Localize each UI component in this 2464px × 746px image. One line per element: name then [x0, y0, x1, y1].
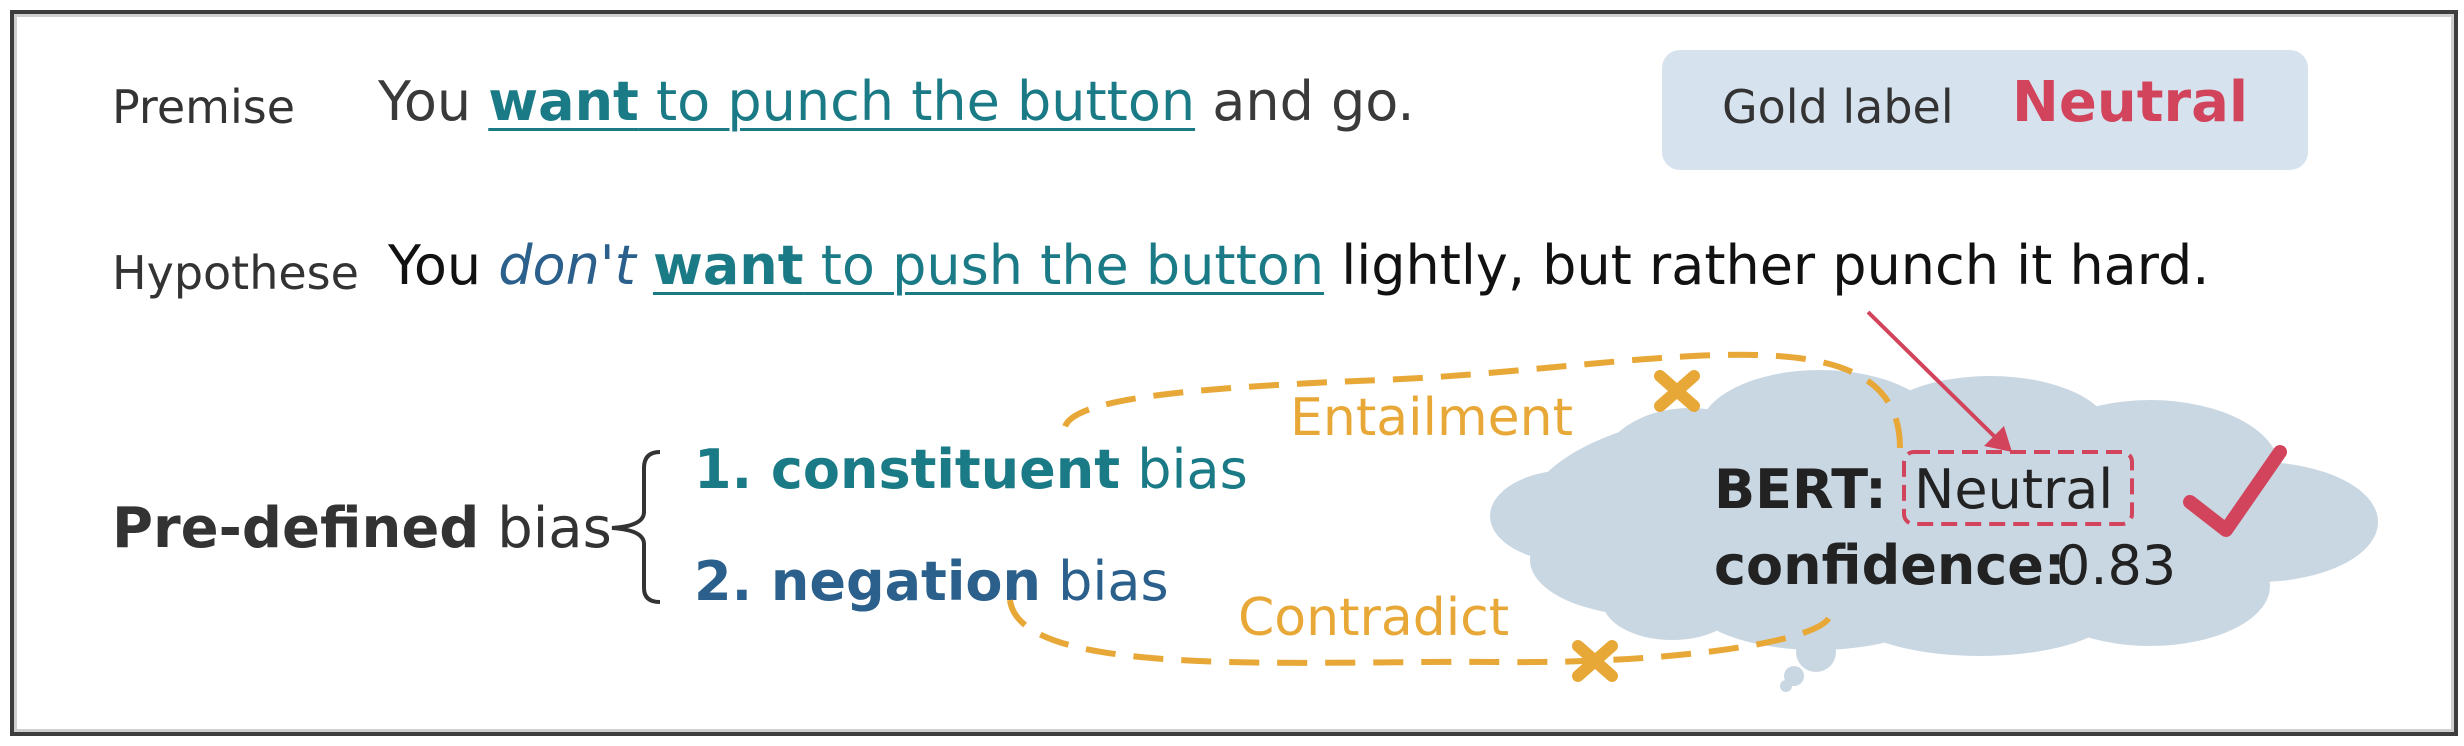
- bert-prediction: Neutral: [1914, 458, 2114, 521]
- entailment-label: Entailment: [1290, 388, 1573, 448]
- premise-want: want: [488, 70, 639, 133]
- gold-label-value: Neutral: [2012, 70, 2249, 135]
- contradict-cross-icon: [1572, 640, 1618, 682]
- bias-label-rest: bias: [479, 496, 612, 561]
- hypothesis-tail: lightly, but rather punch it hard.: [1324, 234, 2210, 297]
- hypothesis-you: You: [388, 234, 499, 297]
- premise-label: Premise: [112, 80, 295, 134]
- hypothesis-sentence: You don't want to push the button lightl…: [388, 234, 2209, 297]
- hypothesis-phrase: want to push the button: [653, 234, 1324, 297]
- hypothesis-want: want: [652, 234, 804, 297]
- cloud-bubble-large: [1796, 632, 1836, 672]
- prediction-arrow-line: [1866, 310, 2000, 442]
- bias-label: Pre-defined bias: [112, 496, 612, 561]
- correct-check-icon: [2183, 445, 2287, 537]
- entailment-cross-icon: [1654, 370, 1700, 412]
- contradict-label: Contradict: [1238, 588, 1510, 648]
- premise-sentence: You want to punch the button and go.: [378, 70, 1415, 133]
- bias-brace: [611, 450, 661, 604]
- bias-item-negation-rest: bias: [1040, 550, 1169, 613]
- hypothesis-label: Hypothese: [112, 246, 359, 300]
- entailment-arc: [1061, 351, 1903, 449]
- bert-confidence-label: confidence:: [1714, 534, 2066, 597]
- premise-phrase: want to punch the button: [488, 70, 1195, 133]
- bias-item-constituent: 1. constituent bias: [694, 438, 1248, 501]
- bert-confidence-value: 0.83: [2056, 534, 2177, 597]
- gold-label-text: Gold label: [1722, 80, 1954, 134]
- hypothesis-negation: don't: [498, 234, 636, 297]
- bias-label-bold: Pre-defined: [112, 496, 480, 561]
- bias-item-negation-bold: 2. negation: [694, 550, 1041, 613]
- bert-cloud: [1490, 370, 2378, 656]
- hypothesis-phrase-rest: to push the button: [803, 234, 1325, 297]
- bias-item-constituent-bold: 1. constituent: [694, 438, 1121, 501]
- premise-tail: and go.: [1195, 70, 1415, 133]
- cloud-bubble-small: [1780, 680, 1792, 692]
- bias-item-negation: 2. negation bias: [694, 550, 1169, 613]
- gold-label-box: [1662, 50, 2308, 170]
- figure-frame: [10, 10, 2458, 736]
- premise-phrase-rest: to punch the button: [638, 70, 1196, 133]
- premise-you: You: [378, 70, 472, 133]
- bert-name: BERT:: [1714, 458, 1887, 521]
- bias-item-constituent-rest: bias: [1120, 438, 1248, 501]
- contradict-arc: [1007, 599, 1833, 666]
- prediction-arrow-head: [1984, 426, 2012, 452]
- prediction-box: [1902, 450, 2134, 526]
